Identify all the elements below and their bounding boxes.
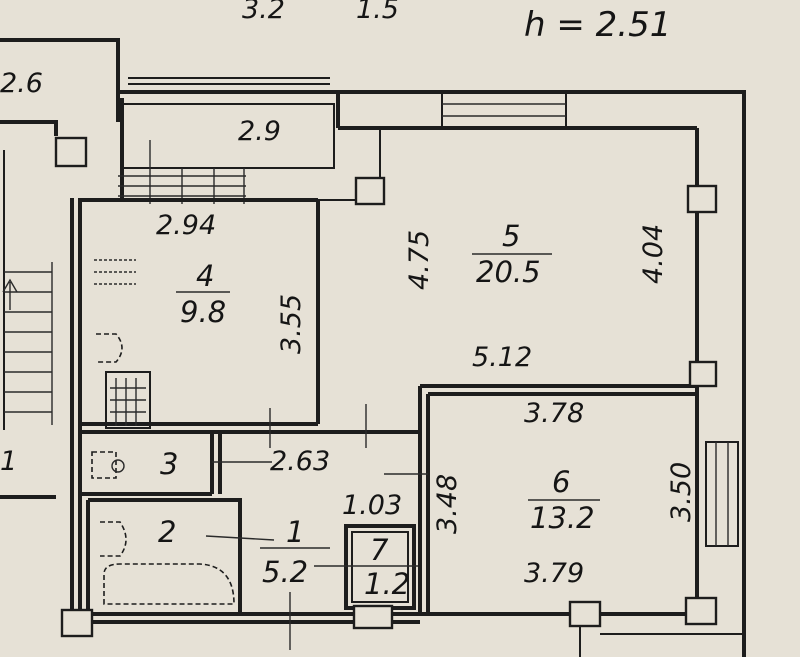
window-top xyxy=(441,91,567,129)
room-7-area: 1.2 xyxy=(364,567,410,601)
room-6-width-top: 3.78 xyxy=(524,398,584,429)
left-clipped-dim: 2.6 xyxy=(0,68,43,99)
window-right xyxy=(705,441,739,547)
toilet-icon xyxy=(100,521,127,557)
stove-icon xyxy=(94,259,136,285)
room-6-height-left: 3.48 xyxy=(432,474,463,534)
top-clipped-dim-2: 1.5 xyxy=(356,0,399,25)
vent-grid-icon xyxy=(105,371,151,429)
balcony-width-label: 2.9 xyxy=(238,116,281,147)
room-5-area: 20.5 xyxy=(476,255,541,289)
room-4-area: 9.8 xyxy=(180,295,226,329)
room-7-number: 7 xyxy=(370,533,389,567)
room-6-width-bottom: 3.79 xyxy=(524,558,584,589)
room-4-number: 4 xyxy=(196,259,214,293)
room-6-area: 13.2 xyxy=(530,501,595,535)
dimension-lines xyxy=(205,404,428,650)
washer-icon xyxy=(91,451,125,479)
balcony xyxy=(121,103,335,169)
room-5-width: 5.12 xyxy=(472,342,532,373)
room-3-number: 3 xyxy=(160,447,178,481)
columns xyxy=(54,136,718,638)
room-1-number: 1 xyxy=(286,515,304,549)
room-6-height-right: 3.50 xyxy=(666,462,697,522)
bathtub-icon xyxy=(103,563,235,605)
room-1-area: 5.2 xyxy=(262,555,308,589)
stair-arrow-icon xyxy=(2,278,18,310)
room-5-height-left: 4.75 xyxy=(404,230,435,290)
stairs xyxy=(2,262,53,425)
room-6-number: 6 xyxy=(552,465,570,499)
room-5-height-right: 4.04 xyxy=(638,224,669,284)
room-3-width: 2.63 xyxy=(270,446,330,477)
labels: h = 2.51 3.2 1.5 2.6 1 2.9 2.94 4 9.8 3.… xyxy=(0,0,697,601)
sink-icon xyxy=(96,333,123,363)
left-clipped-dim-2: 1 xyxy=(0,446,17,477)
room-2-number: 2 xyxy=(158,515,176,549)
room-4-height: 3.55 xyxy=(276,294,307,354)
room-7-width: 1.03 xyxy=(342,490,402,521)
room-5-number: 5 xyxy=(502,219,520,253)
ceiling-height-label: h = 2.51 xyxy=(524,5,671,45)
room-4-width: 2.94 xyxy=(156,210,216,241)
fixtures xyxy=(91,259,235,605)
top-clipped-dim-1: 3.2 xyxy=(242,0,285,25)
